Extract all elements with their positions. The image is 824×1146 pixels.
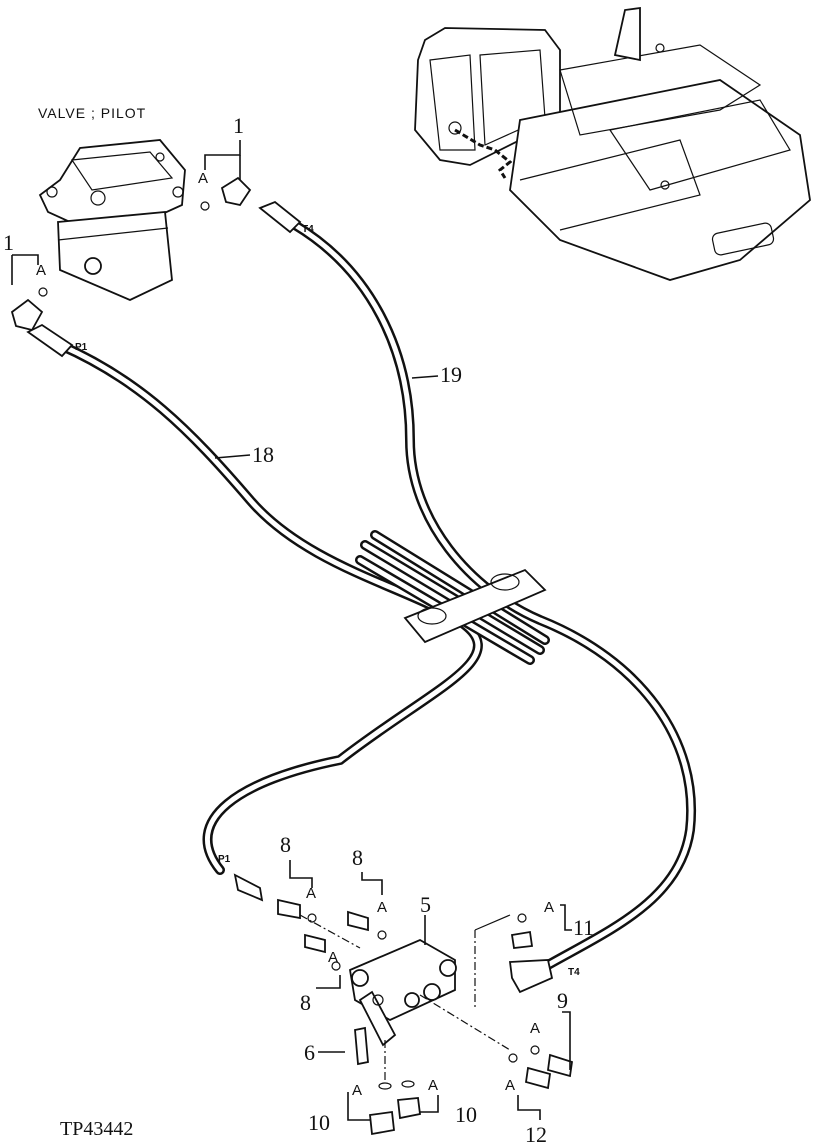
callout-8-b: 8 xyxy=(352,845,363,870)
callout-9: 9 xyxy=(557,988,568,1013)
hose-19 xyxy=(290,220,697,970)
joint-a-8c: A xyxy=(328,949,338,966)
callout-8-c: 8 xyxy=(300,990,311,1015)
callout-19: 19 xyxy=(440,362,462,387)
joint-a-left: A xyxy=(36,262,46,279)
joint-a-12: A xyxy=(505,1077,515,1094)
port-label-p1-top: P1 xyxy=(75,342,88,353)
joint-a-10-left: A xyxy=(352,1082,362,1099)
port-label-t4-bottom: T4 xyxy=(568,967,580,978)
callout-11: 11 xyxy=(573,915,594,940)
callout-leaders xyxy=(11,140,572,1121)
valve-pilot-title: VALVE ; PILOT xyxy=(38,105,146,121)
assembly-centre-lines xyxy=(299,914,511,1080)
callout-1-top: 1 xyxy=(233,113,244,138)
hose-end-t4-top xyxy=(258,200,302,234)
bolt-6 xyxy=(354,1026,369,1066)
control-valve-5 xyxy=(348,938,457,1047)
joint-a-11: A xyxy=(544,899,554,916)
connector-fittings xyxy=(233,873,573,1136)
drawing-code: TP43442 xyxy=(60,1118,133,1140)
hose-bundle-clamp xyxy=(355,530,550,665)
callout-1-left: 1 xyxy=(3,230,14,255)
callout-10-right: 10 xyxy=(455,1102,477,1127)
elbow-fitting-1-top xyxy=(200,176,252,211)
callout-6: 6 xyxy=(304,1040,315,1065)
callout-12: 12 xyxy=(525,1122,547,1146)
port-label-p1-bottom: P1 xyxy=(218,854,231,865)
callout-8-a: 8 xyxy=(280,832,291,857)
excavator-overview-illustration xyxy=(414,6,811,281)
pilot-valve-body xyxy=(38,139,186,301)
joint-a-8b: A xyxy=(377,899,387,916)
callout-18: 18 xyxy=(252,442,274,467)
elbow-fitting-1-left xyxy=(10,287,48,332)
joint-a-9: A xyxy=(530,1020,540,1037)
callout-10-left: 10 xyxy=(308,1110,330,1135)
joint-a-top: A xyxy=(198,170,208,187)
joint-a-10-right: A xyxy=(428,1077,438,1094)
joint-a-8a: A xyxy=(306,885,316,902)
port-label-t4-top: T4 xyxy=(302,224,314,235)
hose-end-p1-top xyxy=(26,323,74,358)
callout-5: 5 xyxy=(420,892,431,917)
hose-18 xyxy=(55,340,483,875)
